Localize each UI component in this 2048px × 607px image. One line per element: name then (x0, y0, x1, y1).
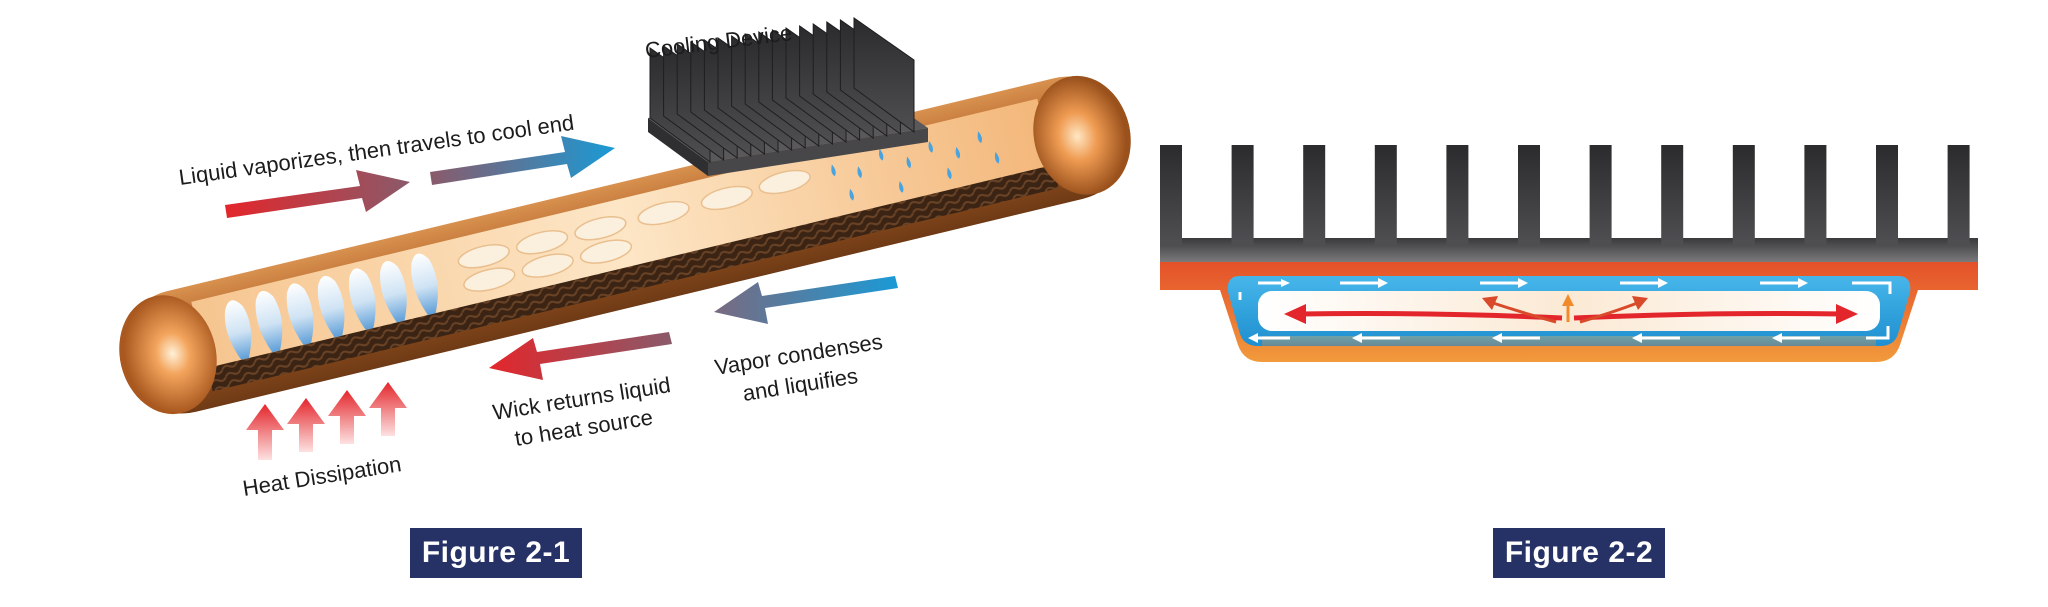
pipe-cap-right (1033, 75, 1131, 195)
vapor-chamber (1160, 262, 1978, 362)
heatsink-fin (1303, 145, 1326, 245)
heatsink-fin (1732, 145, 1755, 245)
heatsink-fin (1160, 145, 1182, 245)
heatsink-fin (1231, 145, 1254, 245)
heatsink-fin (1947, 145, 1970, 245)
heatsink-fin (1374, 145, 1397, 245)
vapor-clouds (457, 169, 811, 292)
heat-pipe (119, 75, 1131, 415)
heatsink-fin (853, 17, 915, 133)
condensation-droplets (831, 131, 1000, 201)
heatsink-icon (648, 17, 928, 176)
figure-2-1: Cooling Device Liquid vaporizes, then tr… (119, 17, 1131, 501)
heatsink-icon (1160, 145, 1978, 268)
wick (207, 164, 1059, 392)
right-arrow-icon (430, 136, 615, 185)
heatsink-fin (1518, 145, 1540, 245)
vapor-plumes (224, 253, 438, 360)
vapor-arrows (1284, 294, 1858, 324)
left-arrow-icon (489, 332, 672, 380)
figure-2-2-caption: Figure 2-2 (1493, 528, 1665, 578)
heatsink-fin (1446, 145, 1469, 245)
heatsink-fin (1804, 145, 1827, 245)
up-arrow-icon (246, 404, 284, 460)
right-arrow-icon (225, 170, 410, 218)
heat-arrows (246, 382, 407, 460)
up-arrow-icon (369, 382, 407, 436)
pipe-cap-left (119, 295, 217, 415)
up-arrow-icon (287, 398, 325, 452)
heatsink-fin (1876, 145, 1898, 245)
liquid-return-arrows (1238, 278, 1892, 343)
heatsink-fin (1661, 145, 1684, 245)
figure-2-2 (1160, 145, 1978, 362)
up-arrow-icon (328, 390, 366, 444)
figure-2-1-caption: Figure 2-1 (410, 528, 582, 578)
left-arrow-icon (714, 276, 898, 324)
heatsink-fin (1589, 145, 1612, 245)
